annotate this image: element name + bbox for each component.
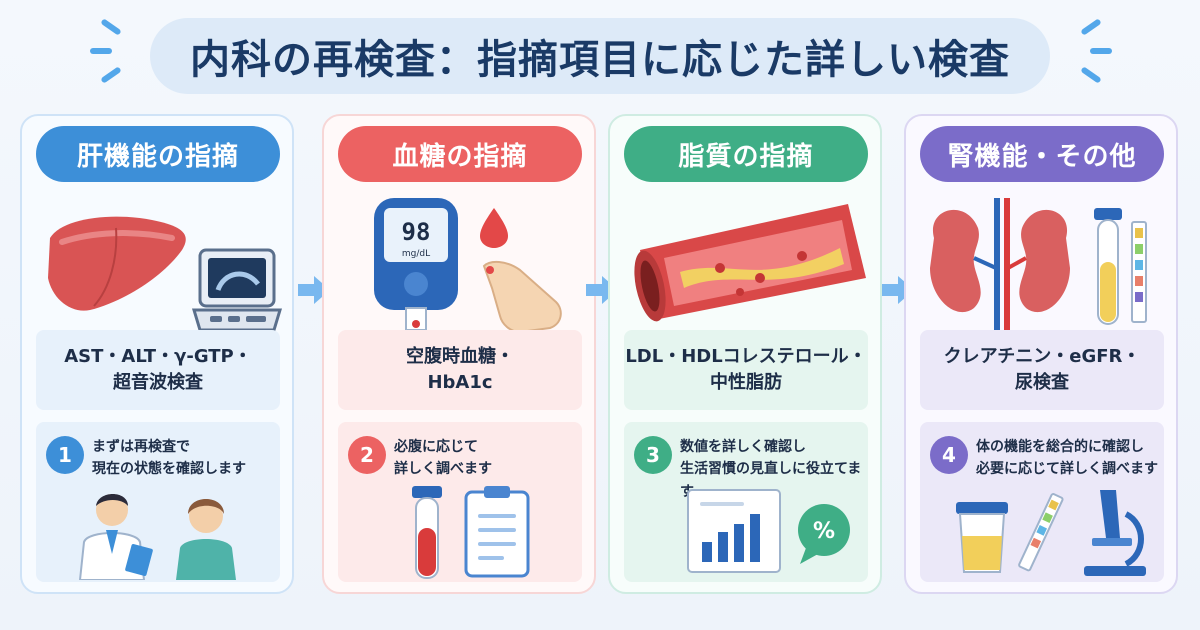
step-description: まずは再検査で 現在の状態を確認します [92, 439, 246, 478]
ultrasound-monitor-icon [191, 248, 282, 332]
step-number-badge: 4 [930, 436, 968, 474]
card-kidney: 腎機能・その他 クレアチニン・eGFR・ 尿検査 4 [904, 114, 1178, 594]
meter-value: 98 [402, 218, 431, 246]
svg-text:%: % [813, 519, 835, 544]
step-number-badge: 3 [634, 436, 672, 474]
doctor-patient-icon [78, 494, 236, 580]
liver-icon [48, 216, 186, 311]
step-description: 数値を詳しく確認し 生活習慣の見直しに役立てます [680, 439, 862, 500]
test-items: 空腹時血糖・ HbA1c [338, 330, 582, 410]
card-liver: 肝機能の指摘 AST・ALT・γ-GTP・ 超音波検査 1 まずは再検査で 現在… [20, 114, 294, 594]
kidneys-icon [930, 198, 1070, 338]
glucose-illustration: 98 mg/dL [374, 198, 562, 334]
blood-tube-icon [412, 486, 442, 579]
card-blood-sugar: 血糖の指摘 98 mg/dL 空腹時血糖・ HbA1c 2 必腹に応じて 詳しく… [322, 114, 596, 594]
card-lipid: 脂質の指摘 LDL・HDLコレステロール・ 中性脂肪 3 数値を詳しく確認し 生… [608, 114, 882, 594]
test-items: LDL・HDLコレステロール・ 中性脂肪 [624, 330, 868, 410]
test-strip-icon [1018, 493, 1064, 572]
clipboard-icon [464, 486, 530, 578]
card-heading: 血糖の指摘 [338, 126, 582, 182]
finger-icon [482, 260, 562, 334]
test-strip-icon [1131, 221, 1147, 323]
step-description: 必腹に応じて 詳しく調べます [394, 439, 492, 478]
blood-vessel-icon [634, 204, 866, 322]
glucose-meter-icon: 98 mg/dL [374, 198, 458, 331]
test-items: クレアチニン・eGFR・ 尿検査 [920, 330, 1164, 410]
step-box: 4 体の機能を総合的に確認し 必要に応じて詳しく調べます [920, 422, 1164, 582]
card-heading: 脂質の指摘 [624, 126, 868, 182]
step-box: 3 数値を詳しく確認し 生活習慣の見直しに役立てます % [624, 422, 868, 582]
urine-tube-icon [1094, 208, 1122, 325]
percent-bubble-icon: % [798, 504, 850, 564]
card-heading: 腎機能・その他 [920, 126, 1164, 182]
step-number-badge: 1 [46, 436, 84, 474]
step-number-badge: 2 [348, 436, 386, 474]
test-items: AST・ALT・γ-GTP・ 超音波検査 [36, 330, 280, 410]
meter-unit: mg/dL [402, 249, 430, 259]
urine-cup-icon [956, 502, 1008, 573]
bar-chart-icon [687, 489, 781, 573]
blood-drop-icon [480, 208, 508, 248]
card-heading: 肝機能の指摘 [36, 126, 280, 182]
title-banner: 内科の再検査：指摘項目に応じた詳しい検査 [150, 18, 1050, 94]
step-box: 2 必腹に応じて 詳しく調べます [338, 422, 582, 582]
page-title: 内科の再検査：指摘項目に応じた詳しい検査 [190, 37, 1010, 83]
microscope-icon [1084, 490, 1146, 576]
step-box: 1 まずは再検査で 現在の状態を確認します [36, 422, 280, 582]
step-description: 体の機能を総合的に確認し 必要に応じて詳しく調べます [976, 439, 1158, 478]
liver-ultrasound-illustration [48, 216, 282, 332]
